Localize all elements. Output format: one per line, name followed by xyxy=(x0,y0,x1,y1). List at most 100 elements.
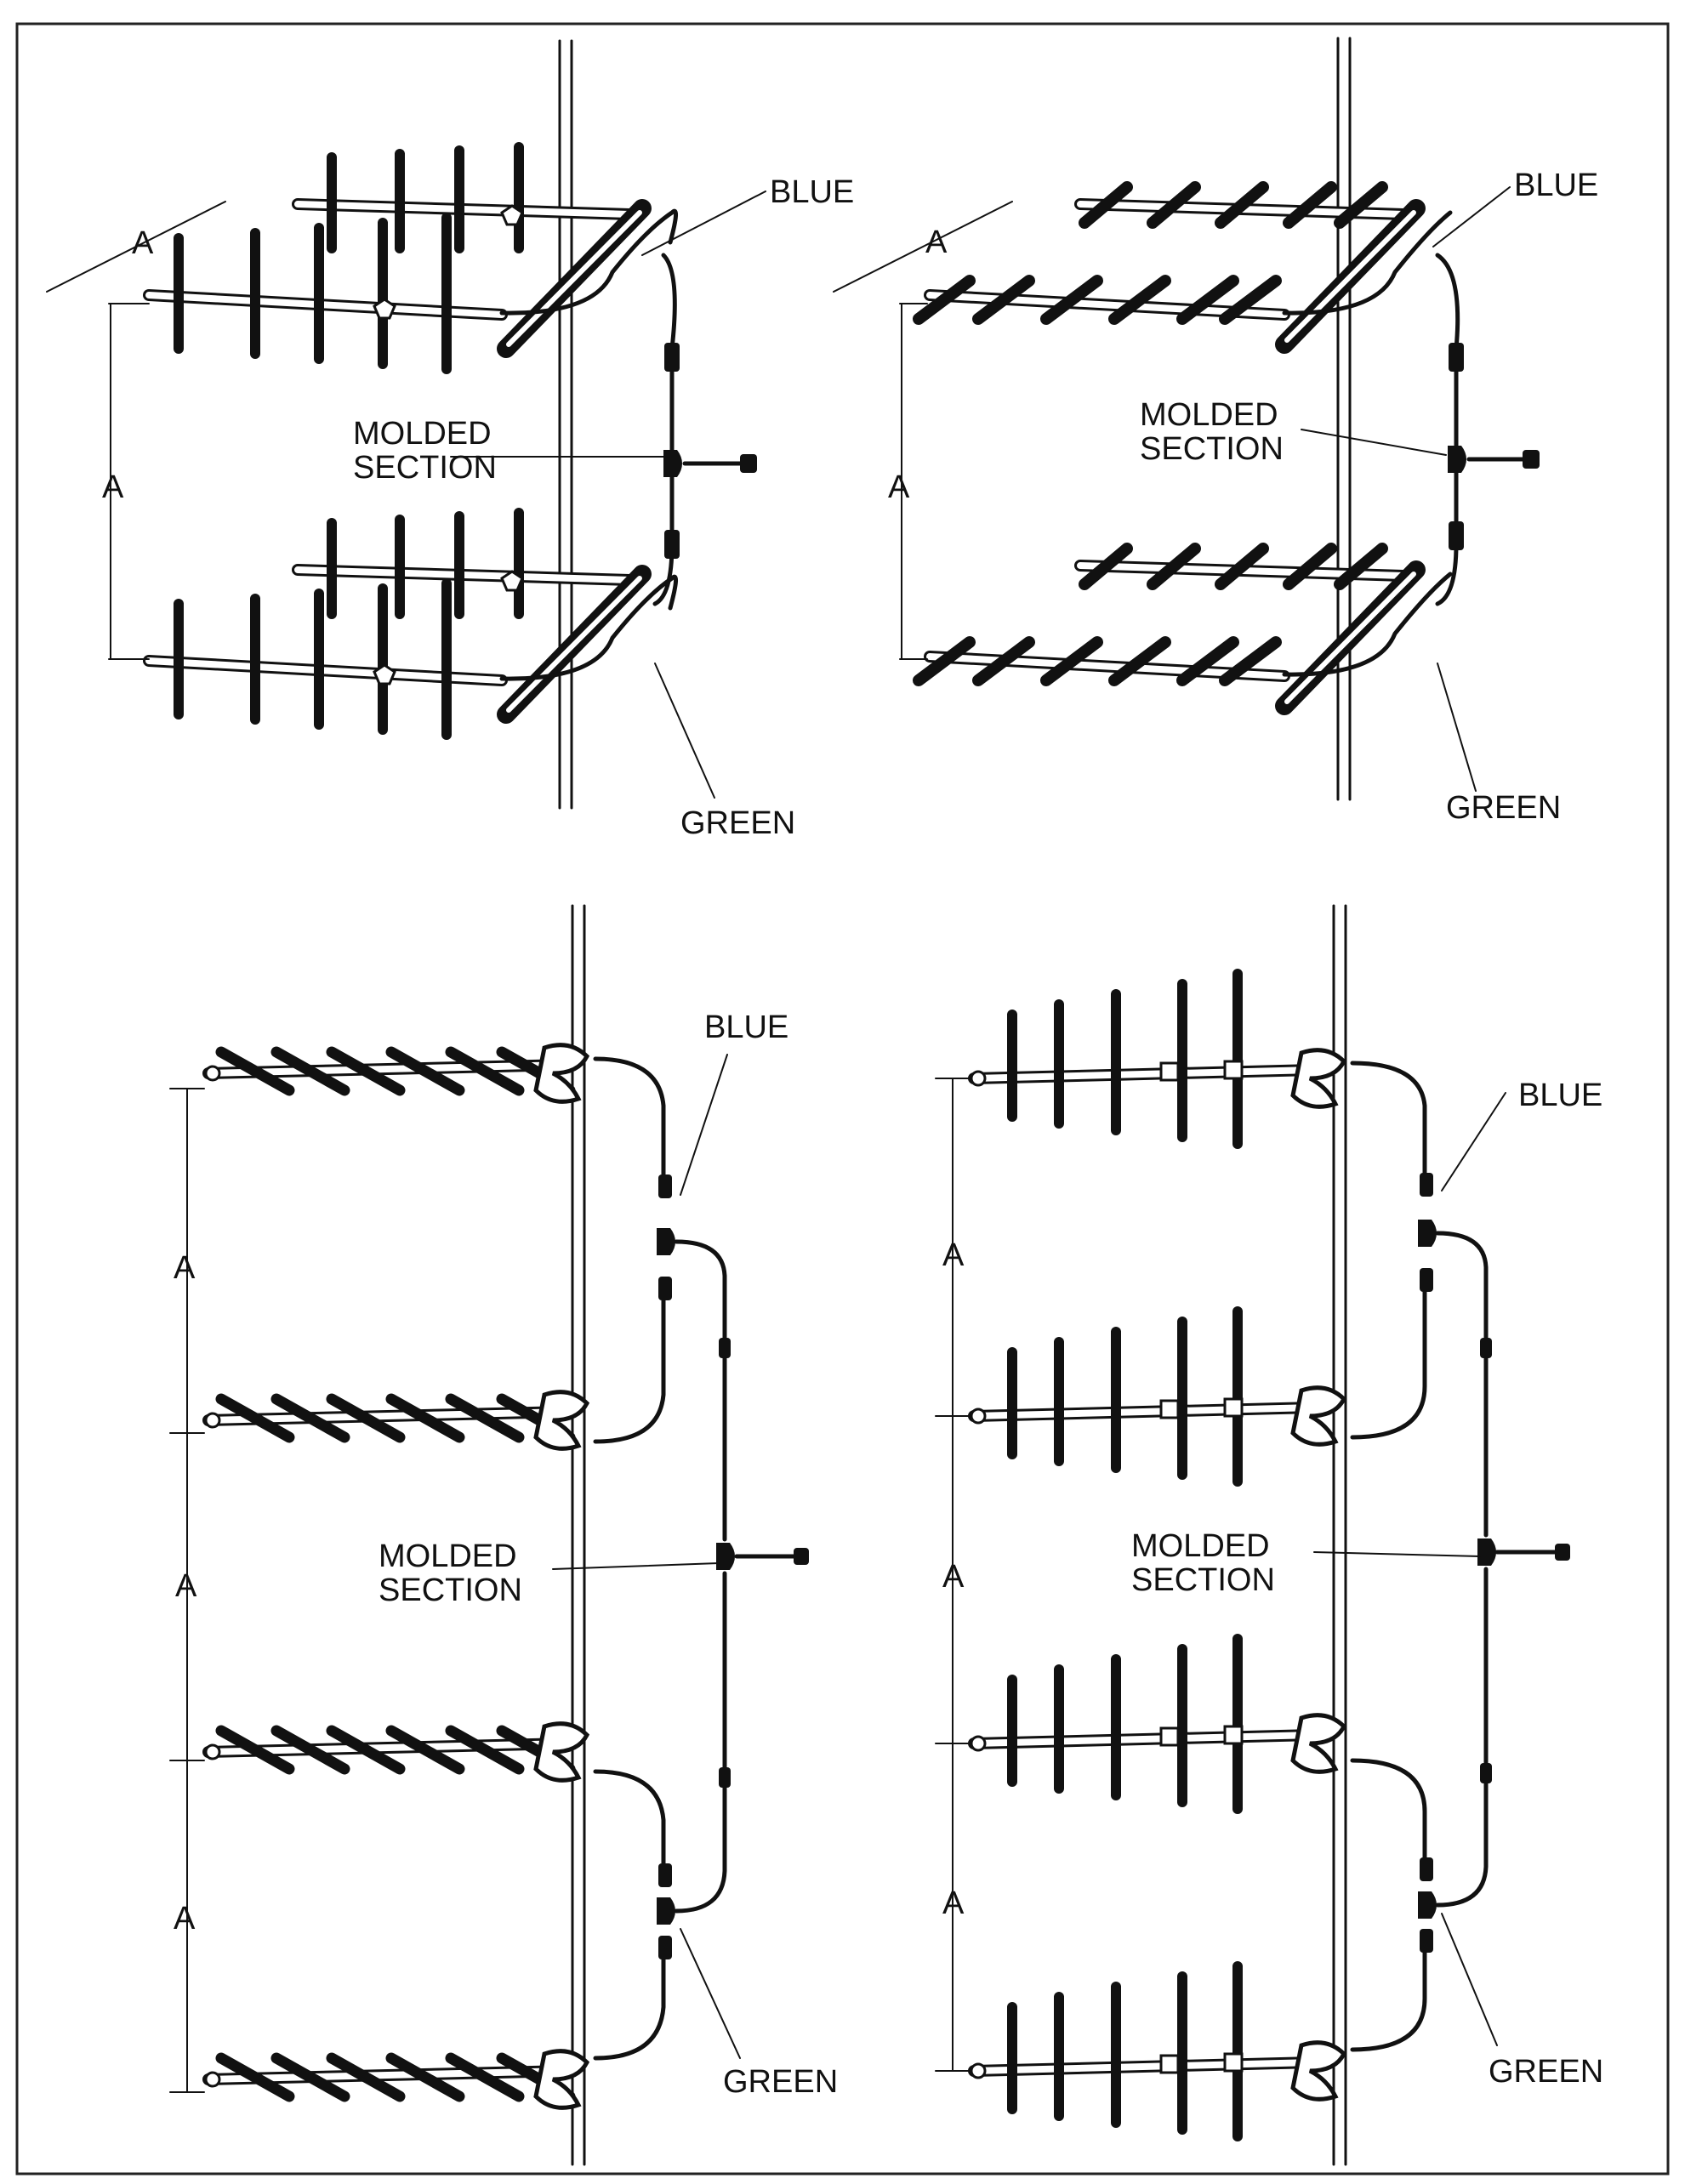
antenna-element xyxy=(270,1725,350,1775)
antenna-element xyxy=(1219,275,1282,325)
boom-end-cap xyxy=(970,2062,987,2079)
leader-line xyxy=(1432,186,1511,247)
splitter-block xyxy=(657,1897,675,1925)
feed-cable xyxy=(1350,1758,1427,1865)
bottom-right-diagram xyxy=(935,904,1570,2166)
antenna-element xyxy=(215,1725,295,1775)
antenna-element xyxy=(445,1046,525,1096)
driven-element-inner xyxy=(1284,210,1416,343)
antenna-element xyxy=(385,2052,465,2102)
harness-cable xyxy=(674,1571,727,1914)
harness-cable xyxy=(674,1239,727,1542)
connector xyxy=(1555,1544,1570,1561)
antenna-element xyxy=(1147,543,1201,590)
antenna-element xyxy=(1334,543,1388,590)
antenna-element xyxy=(1176,275,1239,325)
boom-end-cap xyxy=(204,1412,221,1429)
antenna-element xyxy=(1108,636,1171,686)
molded-label-line2: SECTION xyxy=(379,1573,522,1608)
leader-line xyxy=(654,663,715,799)
boom-end-cap xyxy=(204,1065,221,1082)
antenna-element xyxy=(1108,275,1171,325)
top-right-diagram xyxy=(833,37,1540,801)
element-insulator xyxy=(1159,1726,1180,1747)
antenna-boom-inner xyxy=(205,1061,573,1077)
antenna-element xyxy=(1147,181,1201,229)
molded-label-line2: SECTION xyxy=(353,450,497,486)
splitter-block xyxy=(1477,1538,1496,1566)
boom-clamp xyxy=(500,570,524,592)
antenna-element xyxy=(1176,636,1239,686)
feed-cable xyxy=(593,1290,666,1444)
connector xyxy=(719,1767,731,1788)
feed-cable xyxy=(593,1954,666,2061)
dimension-a-label: A xyxy=(888,469,910,505)
feed-cable xyxy=(1282,572,1453,677)
boom-end-cap xyxy=(204,1743,221,1760)
green-label: GREEN xyxy=(723,2064,838,2100)
blue-label: BLUE xyxy=(770,174,854,210)
antenna-element xyxy=(1334,181,1388,229)
outer-border xyxy=(15,22,1670,2175)
feed-cable xyxy=(499,208,678,316)
antenna-element xyxy=(270,2052,350,2102)
dimension-line xyxy=(833,201,1013,293)
mast-clamp xyxy=(533,1043,590,1104)
antenna-boom-inner xyxy=(971,1404,1318,1419)
feed-cable xyxy=(593,1056,666,1183)
mast-clamp xyxy=(1290,1713,1347,1774)
antenna-boom-inner xyxy=(205,1740,573,1755)
splitter-block xyxy=(657,1228,675,1255)
antenna-element xyxy=(445,2052,525,2102)
dimension-a-label: A xyxy=(174,1901,196,1937)
antenna-element xyxy=(445,1393,525,1443)
splitter-block xyxy=(1448,446,1466,473)
splitter-block xyxy=(1418,1891,1437,1919)
feed-cable xyxy=(1350,1282,1427,1440)
antenna-element xyxy=(445,1725,525,1775)
green-label: GREEN xyxy=(680,805,795,841)
antenna-element xyxy=(972,636,1035,686)
element-insulator xyxy=(1223,1060,1244,1080)
antenna-element xyxy=(385,1046,465,1096)
antenna-element xyxy=(1079,181,1133,229)
dimension-a-label: A xyxy=(174,1250,196,1286)
dimension-a-label: A xyxy=(925,225,948,260)
connector xyxy=(794,1548,809,1565)
antenna-element xyxy=(215,2052,295,2102)
blue-label: BLUE xyxy=(1514,168,1598,203)
boom-clamp xyxy=(373,298,396,320)
connector xyxy=(740,454,757,473)
mast-clamp xyxy=(1290,2040,1347,2102)
leader-line xyxy=(680,1928,741,2059)
leader-line xyxy=(1313,1551,1481,1557)
element-insulator xyxy=(1223,1397,1244,1418)
antenna-element xyxy=(1215,543,1269,590)
leader-line xyxy=(552,1562,720,1570)
connector xyxy=(1480,1338,1492,1358)
feed-cable xyxy=(1350,1061,1427,1180)
connector xyxy=(658,1174,672,1198)
dimension-a-label: A xyxy=(942,1885,965,1921)
mast-clamp xyxy=(533,1721,590,1783)
antenna-element xyxy=(1219,636,1282,686)
connector xyxy=(1449,343,1464,372)
blue-label: BLUE xyxy=(1518,1078,1602,1113)
boom-end-cap xyxy=(970,1735,987,1752)
antenna-element xyxy=(326,1393,406,1443)
antenna-element xyxy=(270,1393,350,1443)
blue-label: BLUE xyxy=(704,1010,788,1045)
connector xyxy=(658,1863,672,1887)
element-insulator xyxy=(1159,2054,1180,2074)
connector xyxy=(1480,1763,1492,1783)
antenna-element xyxy=(270,1046,350,1096)
leader-line xyxy=(1441,1092,1506,1192)
dimension-a-label: A xyxy=(175,1568,197,1604)
splitter-block xyxy=(663,450,682,477)
antenna-element xyxy=(215,1393,295,1443)
antenna-element xyxy=(1040,275,1103,325)
element-insulator xyxy=(1159,1061,1180,1082)
splitter-block xyxy=(1418,1220,1437,1247)
leader-line xyxy=(1301,429,1447,456)
